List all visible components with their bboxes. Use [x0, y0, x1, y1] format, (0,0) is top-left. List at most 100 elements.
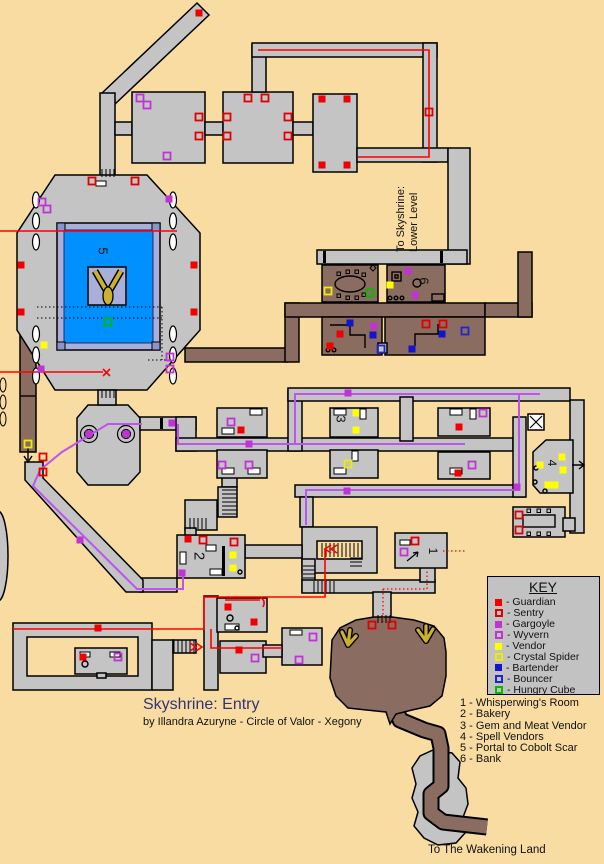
- sentry-marker: [38, 467, 48, 477]
- vendor-marker: [40, 341, 48, 349]
- sentry-marker: [222, 131, 232, 141]
- wyvern-marker: [135, 93, 145, 103]
- gargoyle-marker: [411, 291, 419, 299]
- sentry-marker: [130, 176, 140, 186]
- key-panel: KEY - Guardian- Sentry- Gargoyle- Wyvern…: [487, 576, 600, 696]
- wyvern-marker: [244, 460, 254, 470]
- map-credit: by Illandra Azuryne - Circle of Valor - …: [143, 716, 362, 728]
- vendor-marker: [558, 453, 566, 461]
- sentry-marker: [424, 107, 434, 117]
- gargoyle-marker: [513, 483, 521, 491]
- bartender-marker: [346, 319, 354, 327]
- sentry-marker: [283, 131, 293, 141]
- key-entry-hungry_cube: - Hungry Cube: [495, 684, 599, 696]
- area-number-5: 5: [96, 247, 111, 254]
- door-ticks: [160, 251, 443, 576]
- guardian-marker: [190, 308, 198, 316]
- guardian-marker: [326, 342, 334, 350]
- cave-door-hatch: [375, 615, 391, 623]
- key-entry-guardian: - Guardian: [495, 596, 599, 608]
- key-entry-vendor: - Vendor: [495, 640, 599, 652]
- bartender-marker: [438, 330, 446, 338]
- wyvern-marker: [294, 655, 304, 665]
- vendor-marker: [352, 426, 360, 434]
- location-item-5: 5 - Portal to Cobolt Scar: [460, 742, 578, 755]
- guardian-marker: [79, 653, 87, 661]
- area-number-2: 2: [191, 552, 208, 560]
- map-title: Skyshrine: Entry: [143, 696, 260, 713]
- guardian-marker: [454, 469, 462, 477]
- guardian-marker: [195, 9, 203, 17]
- vendor-marker: [352, 409, 360, 417]
- sentry-marker: [367, 620, 377, 630]
- wyvern-marker: [217, 460, 227, 470]
- gargoyle-marker: [76, 536, 84, 544]
- sentry-swatch-icon: [495, 609, 503, 618]
- guardian-marker: [250, 618, 258, 626]
- gargoyle-marker: [122, 430, 130, 438]
- wyvern-marker: [165, 364, 175, 374]
- hungry_cube-swatch-icon: [495, 685, 503, 694]
- vendor-marker: [551, 481, 559, 489]
- sentry-marker: [198, 535, 208, 545]
- sentry-marker: [260, 93, 270, 103]
- sentry-marker: [38, 452, 48, 462]
- sentry-marker: [283, 112, 293, 122]
- vendor-marker: [386, 281, 394, 289]
- wyvern-swatch-icon: [495, 631, 503, 640]
- guardian-marker: [94, 624, 102, 632]
- crystal_spider-marker: [323, 286, 333, 296]
- area-number-4: 4: [545, 460, 559, 467]
- cave-area: [329, 615, 488, 846]
- sentry-marker: [514, 510, 524, 520]
- wyvern-marker: [478, 408, 488, 418]
- gold-claw-statue-left: [339, 627, 359, 648]
- area-number-1: 1: [426, 548, 440, 555]
- wyvern-marker: [142, 100, 152, 110]
- sentry-marker: [243, 93, 253, 103]
- gargoyle-marker: [168, 419, 176, 427]
- key-entry-crystal_spider: - Crystal Spider: [495, 651, 599, 663]
- direction-arrows: [20, 395, 586, 470]
- vendor-marker: [229, 551, 237, 559]
- wyvern-marker: [37, 197, 47, 207]
- teleporter-pad: [527, 413, 545, 431]
- vendor-marker: [536, 461, 544, 469]
- wyvern-marker: [467, 460, 477, 470]
- guardian-marker: [237, 426, 245, 434]
- gargoyle-marker: [85, 430, 93, 438]
- key-entry-list: - Guardian- Sentry- Gargoyle- Wyvern- Ve…: [495, 596, 599, 696]
- sentry-marker: [387, 620, 397, 630]
- guardian-marker: [318, 95, 326, 103]
- key-entry-sentry: - Sentry: [495, 607, 599, 619]
- wyvern-marker: [42, 204, 52, 214]
- bouncer-swatch-icon: [495, 674, 503, 683]
- guardian-marker: [224, 603, 232, 611]
- guardian-marker: [235, 646, 243, 654]
- location-item-4: 4 - Spell Vendors: [460, 730, 544, 743]
- red-dotted-route: [382, 550, 465, 622]
- sentry-marker: [229, 537, 239, 547]
- wyvern-marker: [113, 652, 123, 662]
- key-entry-bouncer: - Bouncer: [495, 673, 599, 685]
- gargoyle-marker: [370, 322, 378, 330]
- sentry-marker: [194, 112, 204, 122]
- gargoyle-marker: [404, 267, 412, 275]
- bouncer-marker: [460, 326, 470, 336]
- stools: [336, 269, 551, 536]
- sentry-marker: [222, 112, 232, 122]
- guardian-marker: [17, 308, 25, 316]
- wyvern-marker: [165, 352, 175, 362]
- wyvern-marker: [399, 547, 409, 557]
- key-entry-gargoyle: - Gargoyle: [495, 618, 599, 630]
- purple-routes: [31, 393, 540, 590]
- portal-pool: [56, 222, 161, 351]
- guardian-swatch-icon: [495, 598, 502, 606]
- red-routes: [0, 49, 430, 652]
- location-item-1: 1 - Whisperwing's Room: [460, 697, 579, 709]
- hungry_cube-marker: [103, 317, 113, 327]
